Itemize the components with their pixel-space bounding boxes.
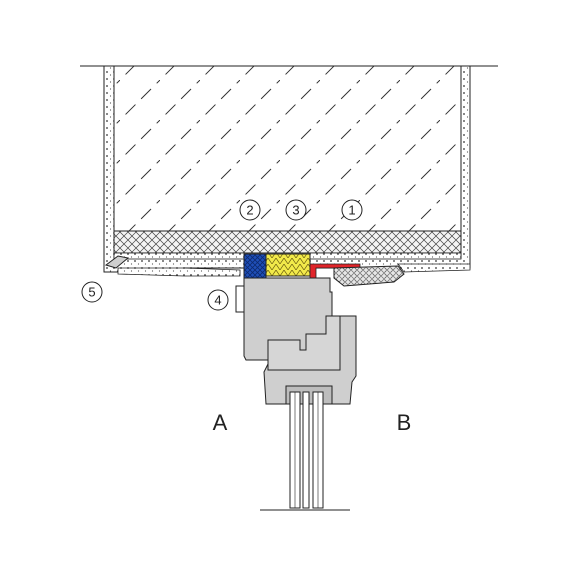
blue-seal-tape [243,253,267,279]
side-label-b: B [397,410,412,435]
callout-label: 4 [214,293,221,308]
callout-label: 2 [246,203,253,218]
concrete-lintel [113,65,462,232]
window-sash-profile [267,315,341,371]
foam-backing [333,265,405,287]
triple-glazing [289,391,324,509]
callout-marker: 2 [239,199,261,221]
yellow-insulation [265,253,311,277]
reveal-plaster-right [397,263,471,273]
callout-marker: 3 [285,199,307,221]
callout-marker: 5 [81,281,103,303]
callout-label: 1 [348,203,355,218]
callout-label: 5 [88,285,95,300]
callout-marker: 4 [207,289,229,311]
side-label-a: A [213,410,228,435]
corner-profile [104,255,130,269]
callout-marker: 1 [341,199,363,221]
reveal-plaster [117,267,241,277]
callout-label: 3 [292,203,299,218]
insulation-board [113,230,462,254]
gasket-profile [235,285,245,313]
